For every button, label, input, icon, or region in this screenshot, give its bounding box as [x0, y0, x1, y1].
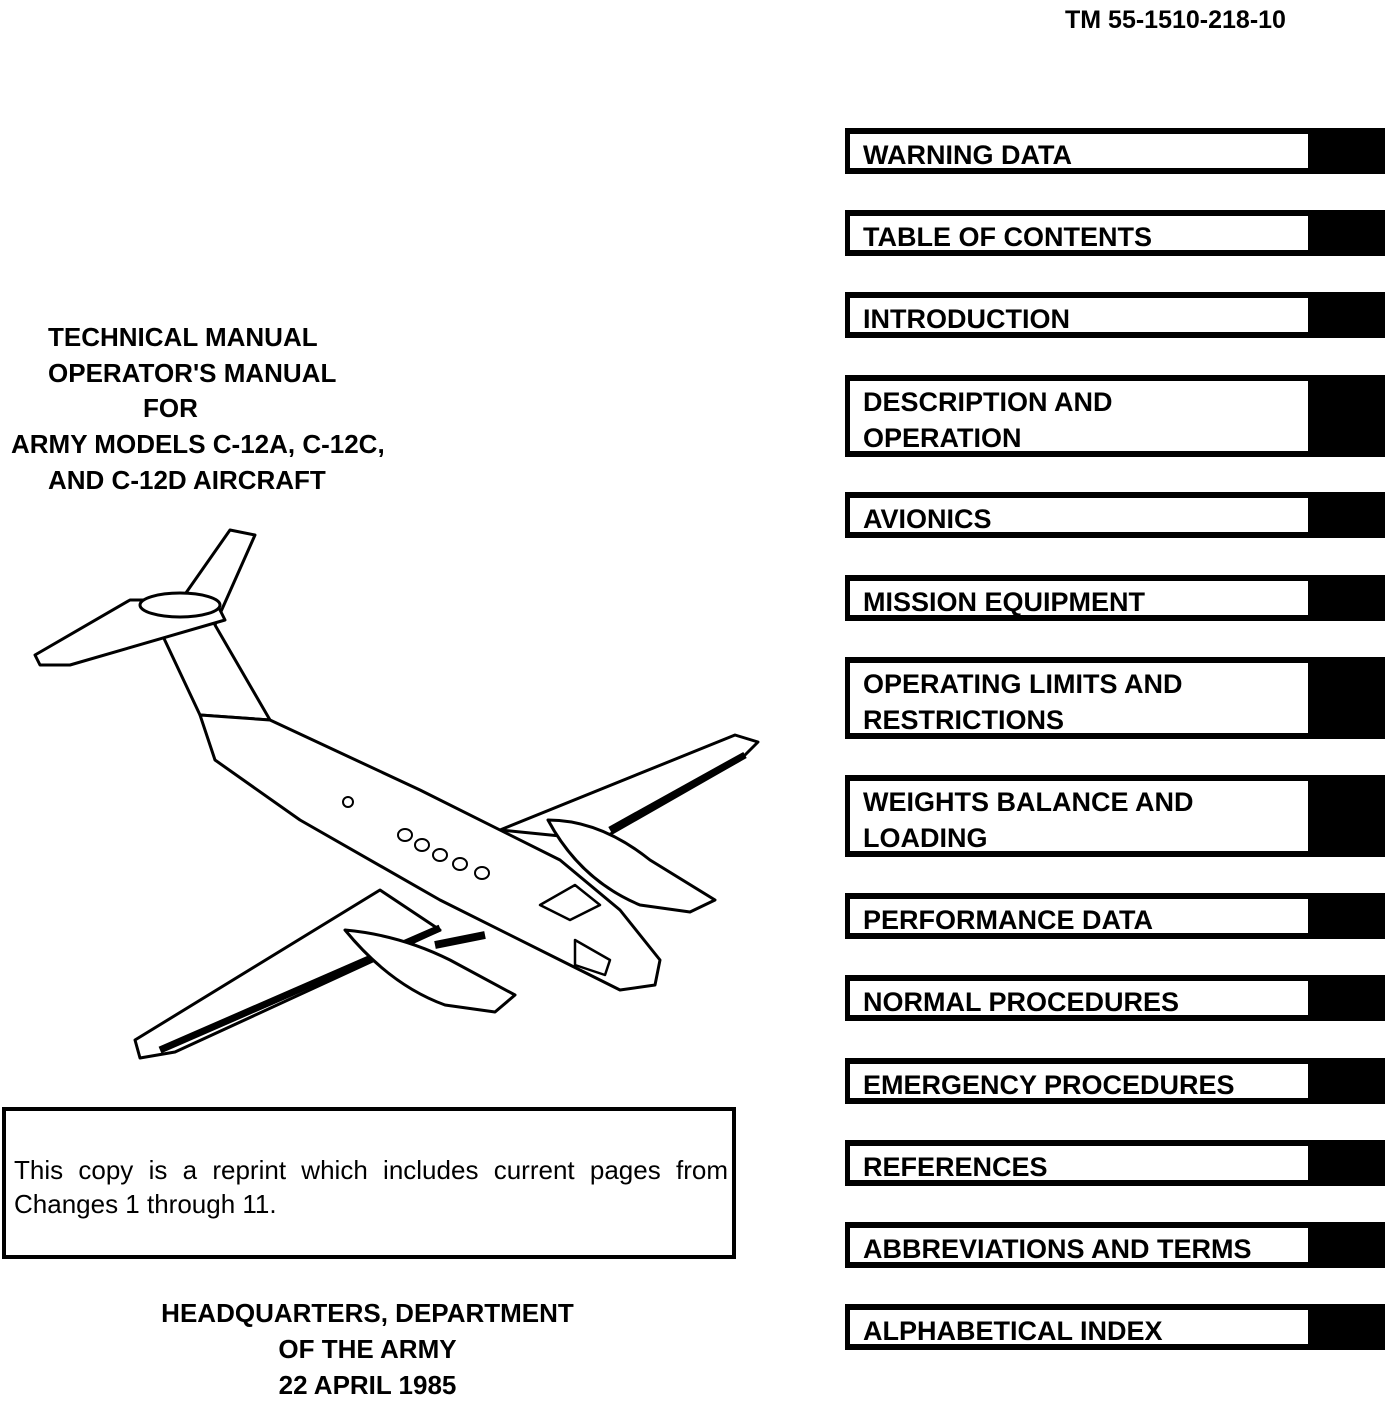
- tab-normal-procedures[interactable]: NORMAL PROCEDURES: [845, 975, 1385, 1021]
- tab-marker: [1308, 581, 1380, 615]
- tab-label: INTRODUCTION: [863, 304, 1070, 334]
- footer-line: HEADQUARTERS, DEPARTMENT: [161, 1298, 574, 1328]
- tab-label: AVIONICS: [863, 504, 992, 534]
- footer-line: OF THE ARMY: [278, 1334, 457, 1364]
- title-line: FOR: [143, 393, 198, 423]
- tab-marker: [1308, 134, 1380, 168]
- tab-label: PERFORMANCE DATA: [863, 905, 1153, 935]
- tab-label: MISSION EQUIPMENT: [863, 587, 1146, 617]
- tab-marker: [1308, 1146, 1380, 1180]
- tab-description-and-operation[interactable]: DESCRIPTION AND OPERATION: [845, 375, 1385, 457]
- footer-line: 22 APRIL 1985: [278, 1370, 457, 1400]
- tab-label: NORMAL PROCEDURES: [863, 987, 1180, 1017]
- tab-marker: [1308, 663, 1380, 733]
- tab-label: REFERENCES: [863, 1152, 1048, 1182]
- tab-marker: [1308, 1228, 1380, 1262]
- tab-introduction[interactable]: INTRODUCTION: [845, 292, 1385, 338]
- tab-label: EMERGENCY PROCEDURES: [863, 1070, 1235, 1100]
- tab-marker: [1308, 298, 1380, 332]
- tab-abbreviations[interactable]: ABBREVIATIONS AND TERMS: [845, 1222, 1385, 1268]
- tab-emergency-procedures[interactable]: EMERGENCY PROCEDURES: [845, 1058, 1385, 1104]
- document-number: TM 55-1510-218-10: [1065, 6, 1286, 34]
- tab-weights-balance[interactable]: WEIGHTS BALANCE AND LOADING: [845, 775, 1385, 857]
- aircraft-illustration: [33, 528, 760, 1060]
- tab-marker: [1308, 981, 1380, 1015]
- reprint-note-box: This copy is a reprint which includes cu…: [2, 1107, 736, 1259]
- tab-marker: [1308, 781, 1380, 851]
- tab-marker: [1308, 498, 1380, 532]
- tab-label: WARNING DATA: [863, 140, 1072, 170]
- tab-label: OPERATING LIMITS AND RESTRICTIONS: [863, 669, 1183, 735]
- tab-label: ALPHABETICAL INDEX: [863, 1316, 1163, 1346]
- tab-mission-equipment[interactable]: MISSION EQUIPMENT: [845, 575, 1385, 621]
- tab-references[interactable]: REFERENCES: [845, 1140, 1385, 1186]
- tab-operating-limits[interactable]: OPERATING LIMITS AND RESTRICTIONS: [845, 657, 1385, 739]
- tab-marker: [1308, 381, 1380, 451]
- tab-marker: [1308, 1064, 1380, 1098]
- tab-label: DESCRIPTION AND OPERATION: [863, 387, 1113, 453]
- tab-alphabetical-index[interactable]: ALPHABETICAL INDEX: [845, 1304, 1385, 1350]
- tab-marker: [1308, 899, 1380, 933]
- reprint-note: This copy is a reprint which includes cu…: [14, 1155, 728, 1219]
- title-line: AND C-12D AIRCRAFT: [48, 465, 326, 495]
- tab-marker: [1308, 1310, 1380, 1344]
- tab-table-of-contents[interactable]: TABLE OF CONTENTS: [845, 210, 1385, 256]
- tab-label: WEIGHTS BALANCE AND LOADING: [863, 787, 1194, 853]
- tab-label: ABBREVIATIONS AND TERMS: [863, 1234, 1252, 1264]
- tab-label: TABLE OF CONTENTS: [863, 222, 1152, 252]
- tab-performance-data[interactable]: PERFORMANCE DATA: [845, 893, 1385, 939]
- tab-marker: [1308, 216, 1380, 250]
- title-line: TECHNICAL MANUAL: [48, 322, 318, 352]
- tab-warning-data[interactable]: WARNING DATA: [845, 128, 1385, 174]
- tab-avionics[interactable]: AVIONICS: [845, 492, 1385, 538]
- title-line: ARMY MODELS C-12A, C-12C,: [11, 429, 385, 459]
- title-line: OPERATOR'S MANUAL: [48, 358, 337, 388]
